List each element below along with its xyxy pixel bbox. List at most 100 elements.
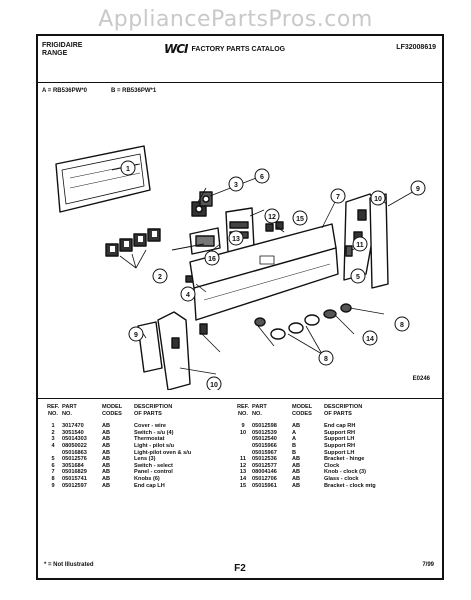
wci-logo: WCI (164, 42, 188, 56)
part-no: 05012706 (252, 475, 277, 482)
part-description: End cap LH (134, 482, 165, 489)
part-no: 08004146 (252, 469, 277, 476)
ref-no: 9 (241, 423, 245, 430)
ref-no: 10 (239, 429, 247, 436)
part-description: End cap RH (324, 423, 356, 430)
header-divider (38, 82, 442, 83)
end-cap-rh-part (369, 193, 389, 289)
table-row: 13 08004146 AB Knob - clock (3) (234, 469, 440, 476)
ref-no: 13 (239, 469, 247, 476)
support-lh-part (157, 311, 191, 390)
model-code: AB (292, 482, 301, 489)
part-no: 05012576 (62, 456, 87, 463)
part-description: Panel - control (134, 469, 173, 476)
callout-6: 6 (260, 174, 264, 181)
part-no: 05015961 (252, 482, 277, 489)
watermark: AppliancePartsPros.com (98, 6, 373, 32)
part-no: 3017470 (62, 423, 84, 430)
table-row: 05016863 AB Light-pilot oven & s/u (44, 450, 240, 457)
selector-switch-part (199, 191, 213, 207)
part-description: Knobs (6) (134, 475, 160, 482)
callout-11: 11 (356, 242, 364, 249)
parts-list-divider (38, 398, 442, 399)
callout-2: 2 (158, 274, 162, 281)
ref-no (234, 436, 252, 443)
ref-no (234, 450, 252, 457)
catalog-title: FACTORY PARTS CATALOG (191, 45, 286, 53)
model-code: AB (102, 469, 111, 476)
model-code: A (292, 429, 297, 436)
table-row: 9 05012598 AB End cap RH (234, 423, 440, 430)
part-description: Lens (3) (134, 456, 156, 463)
part-description: Bracket - hinge (324, 456, 365, 463)
part-no: 05012539 (252, 429, 277, 436)
ref-no: 7 (51, 469, 55, 476)
part-no: 08050022 (62, 442, 87, 449)
part-no: 05012598 (252, 423, 277, 430)
page-date: 7/99 (422, 562, 434, 568)
part-no: 05012540 (252, 436, 277, 443)
model-code: AB (102, 449, 111, 456)
part-no: 05012577 (252, 462, 277, 469)
model-code: AB (102, 456, 111, 463)
part-description: Support RH (324, 429, 356, 436)
model-code: AB (292, 475, 301, 482)
ref-no: 2 (51, 429, 55, 436)
knobs-part (254, 303, 352, 340)
table-row: 5 05012576 AB Lens (3) (44, 456, 240, 463)
ref-no: 5 (51, 456, 55, 463)
ref-no: 6 (51, 462, 55, 469)
part-description: Glass - clock (324, 475, 359, 482)
model-code: B (292, 442, 297, 449)
model-code: AB (102, 475, 111, 482)
model-code: AB (292, 423, 301, 430)
part-description: Support LH (324, 449, 355, 456)
part-no: 05015741 (62, 475, 87, 482)
callout-4: 4 (186, 292, 190, 299)
part-no: 05012536 (252, 456, 277, 463)
part-no: 05015967 (252, 449, 277, 456)
callout-1: 1 (126, 166, 130, 173)
part-description: Switch - s/u (4) (134, 429, 174, 436)
model-code: AB (102, 429, 111, 436)
model-code: AB (102, 423, 111, 430)
catalog-logo: WCI FACTORY PARTS CATALOG (164, 42, 285, 56)
model-code: AB (292, 462, 301, 469)
ref-no: 4 (51, 442, 55, 449)
part-description: Support LH (324, 436, 355, 443)
catalog-code: LF32008619 (396, 44, 436, 51)
small-hardware (199, 221, 353, 335)
brand-line-2: RANGE (42, 50, 68, 57)
model-code: AB (292, 469, 301, 476)
model-code: B (292, 449, 297, 456)
surface-unit-switches (105, 228, 161, 257)
part-description: Knob - clock (3) (324, 469, 366, 476)
model-code: A (292, 436, 297, 443)
table-row: 14 05012706 AB Glass - clock (234, 476, 440, 483)
table-row: 05012540 A Support LH (234, 436, 440, 443)
model-code: AB (102, 482, 111, 489)
part-no: 05016863 (62, 449, 87, 456)
ref-no (234, 443, 252, 450)
ref-no: 14 (239, 475, 247, 482)
table-row: 10 05012539 A Support RH (234, 430, 440, 437)
callout-13: 13 (232, 236, 240, 243)
table-row: 05015967 B Support LH (234, 450, 440, 457)
callout-10-lower: 10 (210, 382, 218, 389)
part-description: Light-pilot oven & s/u (134, 449, 192, 456)
model-code: AB (102, 462, 111, 469)
